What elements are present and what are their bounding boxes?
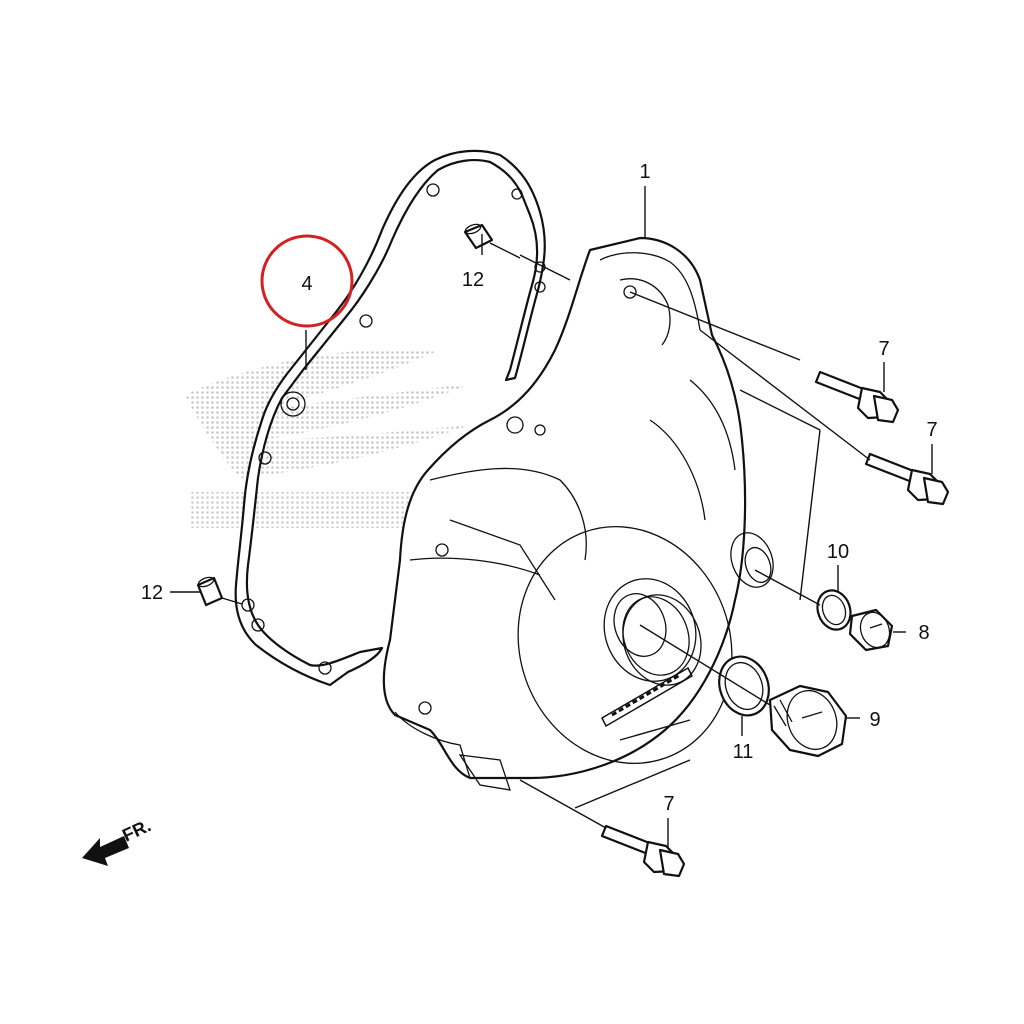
callout-9: 9	[869, 709, 880, 731]
callout-11: 11	[733, 741, 754, 763]
front-direction-arrow-icon: FR.	[82, 815, 154, 866]
callout-1: 1	[639, 161, 650, 183]
gasket-part-4	[234, 149, 546, 687]
callout-7-lower: 7	[663, 793, 674, 815]
o-ring-part-11	[718, 655, 770, 717]
callout-10: 10	[827, 541, 849, 563]
dowel-part-12-left	[196, 576, 224, 607]
bolt-part-7-upper	[814, 370, 900, 424]
plug-part-9	[768, 684, 848, 758]
o-ring-part-10	[816, 589, 852, 631]
leader-lines	[170, 186, 933, 848]
callout-7-upper: 7	[878, 338, 889, 360]
callout-4: 4	[301, 273, 312, 295]
callout-8: 8	[918, 622, 929, 644]
bolt-part-7-lower	[600, 824, 686, 878]
bolt-part-7-middle	[864, 452, 950, 506]
plug-part-8	[848, 608, 894, 652]
highlight-circle	[260, 234, 354, 328]
callout-12-left: 12	[141, 582, 163, 604]
cover-part-1	[382, 236, 774, 791]
callout-12-top: 12	[462, 269, 484, 291]
callout-7-middle: 7	[926, 419, 937, 441]
dowel-part-12-top	[463, 223, 494, 250]
